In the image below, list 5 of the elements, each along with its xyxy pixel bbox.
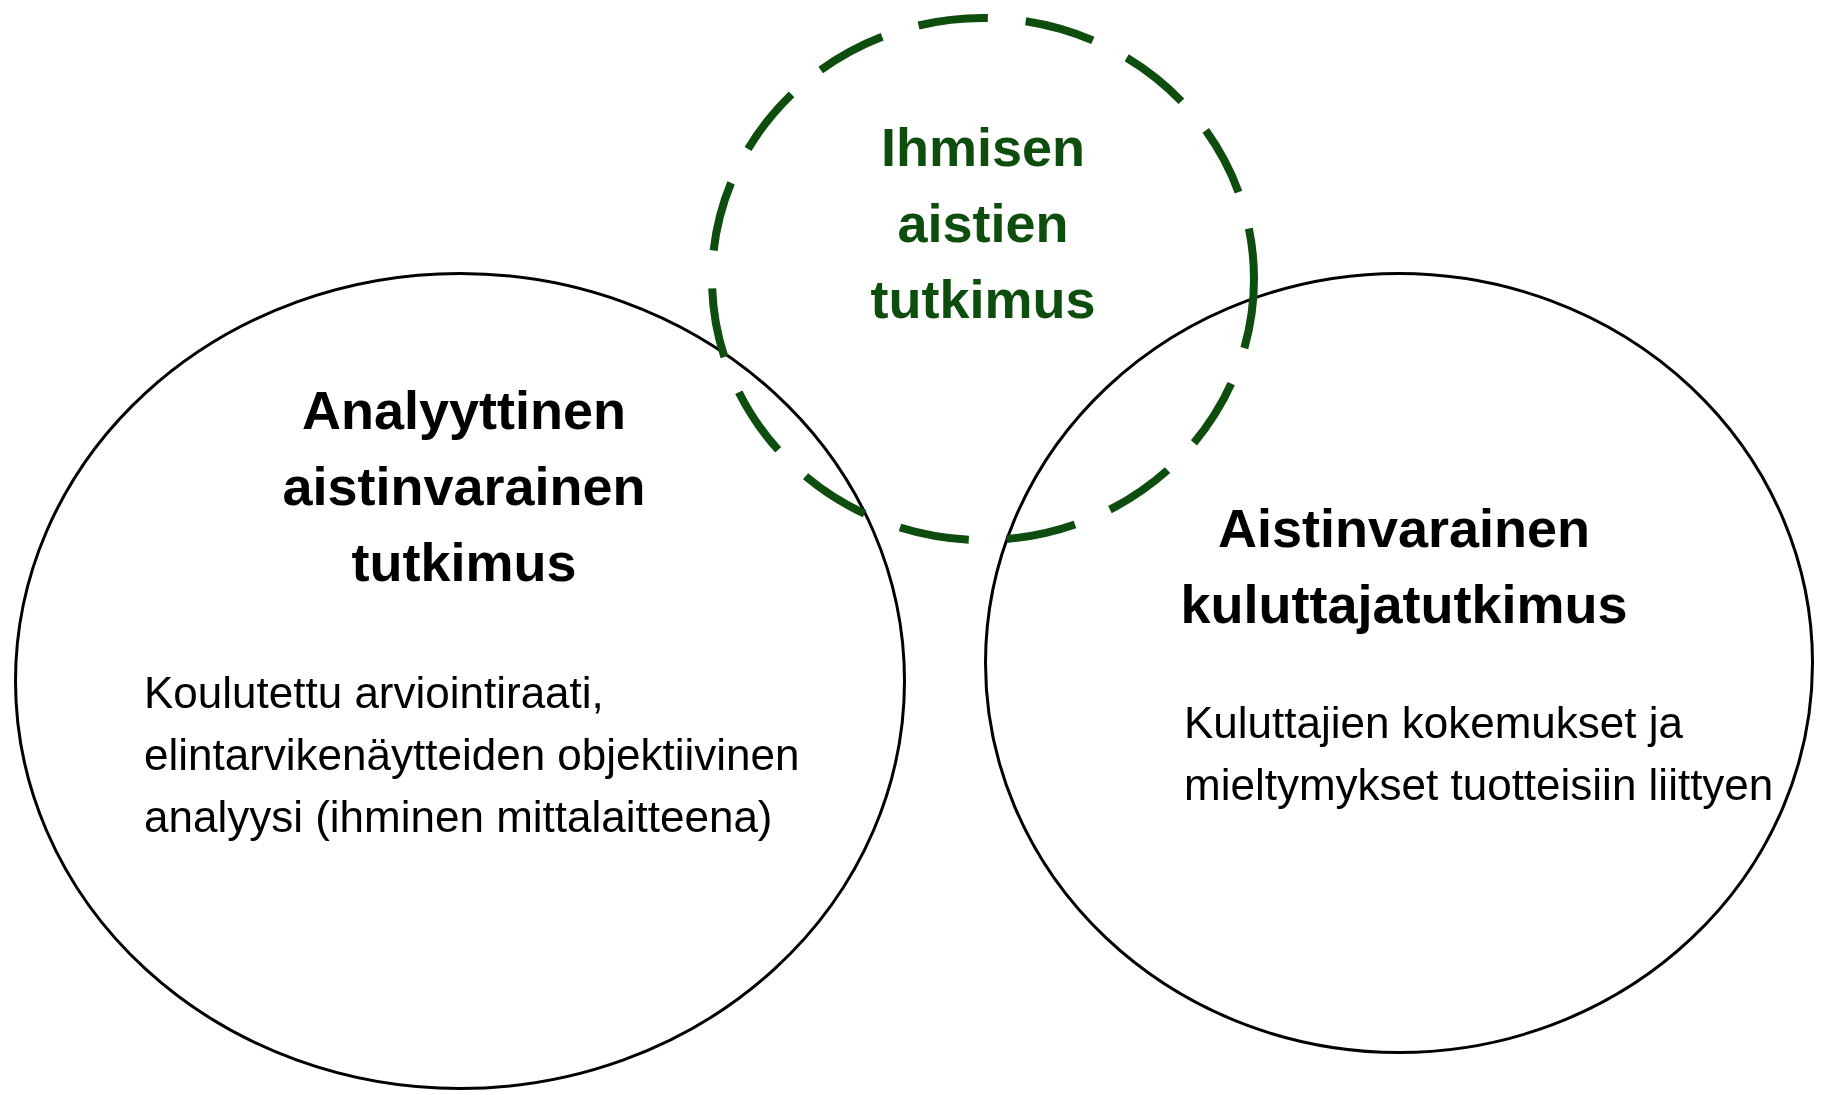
circle-text: Koulutettu arviointiraati, elintarvikenäytteiden objektiivinen analyysi (ihminen mittalaitteena)	[144, 667, 801, 843]
circle-heading: Aistinvarainen kuluttajatutkimus	[1179, 497, 1629, 636]
circle-text: Kuluttajien kokemukset ja mieltymykset tuotteisiin liittyen	[1184, 697, 1775, 811]
circle-heading: Analyyttinen aistinvarainen tutkimus	[281, 379, 647, 594]
circle-heading: Ihmisen aistien tutkimus	[869, 116, 1097, 331]
